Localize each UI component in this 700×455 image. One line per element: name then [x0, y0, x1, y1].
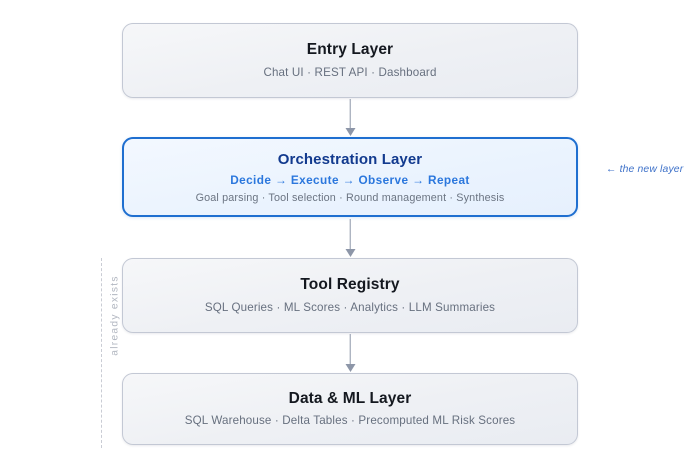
layer-subtitle-orchestration: Goal parsing · Tool selection · Round ma… — [195, 191, 505, 204]
layer-box-orchestration[interactable]: Orchestration Layer Decide → Execute → O… — [122, 137, 578, 217]
arrow-shaft — [349, 99, 351, 128]
layer-subtitle-tool-registry: SQL Queries · ML Scores · Analytics · LL… — [204, 300, 496, 314]
annotation-new-layer: ← the new layer — [606, 164, 684, 175]
connector-entry-to-orchestration — [345, 99, 355, 136]
arrow-head-down-icon — [345, 249, 355, 257]
annotation-already-exists: already exists — [109, 275, 121, 356]
layer-title-tool-registry: Tool Registry — [300, 276, 400, 294]
arrow-head-down-icon — [345, 128, 355, 136]
layer-box-entry[interactable]: Entry Layer Chat UI · REST API · Dashboa… — [122, 23, 578, 98]
connector-orchestration-to-tool-registry — [345, 219, 355, 257]
bracket-already-exists — [101, 258, 102, 448]
arrow-shaft — [349, 334, 351, 364]
arrow-head-down-icon — [345, 364, 355, 372]
layer-title-orchestration: Orchestration Layer — [277, 150, 423, 168]
layer-box-data-ml[interactable]: Data & ML Layer SQL Warehouse · Delta Ta… — [122, 373, 578, 445]
layer-title-data-ml: Data & ML Layer — [288, 389, 412, 407]
layer-title-entry: Entry Layer — [306, 41, 394, 59]
orchestration-flow-steps: Decide → Execute → Observe → Repeat — [230, 172, 470, 187]
layer-subtitle-data-ml: SQL Warehouse · Delta Tables · Precomput… — [184, 414, 516, 428]
arrow-shaft — [349, 219, 351, 249]
connector-tool-registry-to-data-ml — [345, 334, 355, 372]
layer-subtitle-entry: Chat UI · REST API · Dashboard — [263, 65, 437, 79]
layer-box-tool-registry[interactable]: Tool Registry SQL Queries · ML Scores · … — [122, 258, 578, 333]
